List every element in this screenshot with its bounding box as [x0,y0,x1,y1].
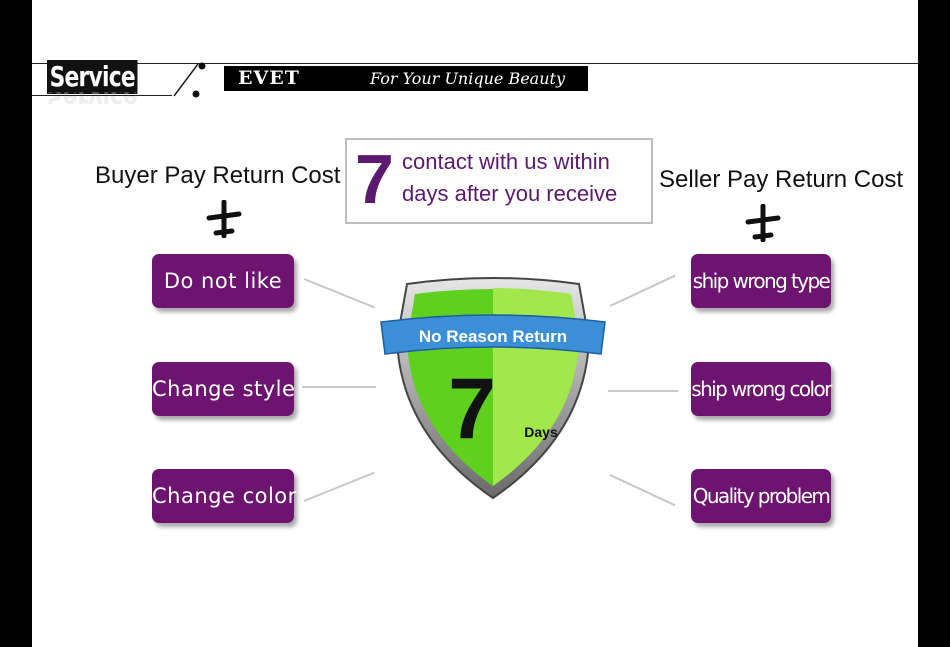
badge-unit: Days [524,424,558,440]
seller-heading: Seller Pay Return Cost [659,166,904,193]
brand-name: EVET [238,67,300,89]
connector-line [609,474,676,507]
header-rule [32,63,918,64]
buyer-reason-2: Change style [152,362,295,416]
buyer-reason-1: Do not like [152,254,294,308]
badge-number: 7 [448,361,496,457]
section-underline [32,95,172,96]
section-title: Service [47,60,138,94]
badge-ribbon-text: No Reason Return [419,327,567,346]
brand-bar: EVET For Your Unique Beauty [224,66,588,91]
service-canvas: Service Service EVET For Your Unique Bea… [32,0,918,647]
airplane-icon [206,200,242,238]
connector-line [303,278,375,309]
notice-line-2: days after you receive [402,181,618,206]
buyer-heading: Buyer Pay Return Cost [95,162,341,189]
brand-logo: EVET [238,68,300,89]
seller-reason-3: Quality problem [691,469,831,523]
brand-slogan: For Your Unique Beauty [370,69,565,88]
notice-text: contact with us within days after you re… [402,146,617,210]
connector-line [608,390,678,392]
connector-line [303,471,375,502]
seven-days-shield-icon: No Reason Return 7 Days [380,277,606,500]
seller-reason-1: ship wrong type [691,254,831,308]
divider-slash-icon [173,62,206,98]
airplane-icon [745,204,781,242]
connector-line [609,274,676,307]
return-notice: 7 contact with us within days after you … [345,138,653,224]
connector-line [302,386,376,388]
section-title-reflection: Service [47,92,137,104]
notice-line-1: contact with us within [402,149,610,174]
seller-reason-2: ship wrong color [691,362,832,416]
notice-number: 7 [355,140,394,218]
buyer-reason-3: Change color [152,469,296,523]
